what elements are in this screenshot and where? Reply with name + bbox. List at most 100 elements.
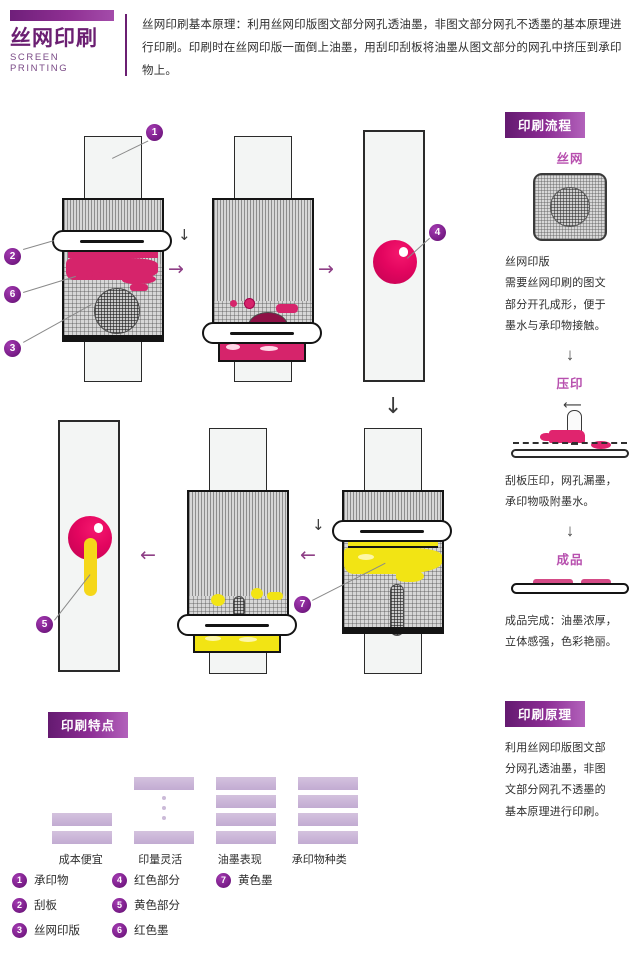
principle-badge: 印刷原理 bbox=[505, 700, 586, 727]
legend: 1 承印物 2 刮板 3 丝网印版 4 红色部分 5 bbox=[12, 872, 482, 938]
principle-caption-line: 分网孔透油墨，非图 bbox=[505, 761, 606, 775]
stage-4-yellow-flood: ↓ 7 bbox=[294, 428, 460, 678]
marker-4[interactable]: 4 bbox=[429, 224, 446, 241]
screen-frame bbox=[342, 490, 444, 636]
screen-frame bbox=[62, 198, 164, 342]
finished-product-icon bbox=[505, 574, 635, 600]
feature-label-volume: 印量灵活 bbox=[138, 853, 183, 866]
feature-dot bbox=[162, 816, 166, 820]
mesh-opening-bar bbox=[390, 584, 404, 636]
printed-red-dot bbox=[373, 240, 417, 284]
legend-label-4: 红色部分 bbox=[134, 873, 180, 887]
feature-dot bbox=[162, 806, 166, 810]
ink-red-reservoir bbox=[218, 344, 306, 362]
squeegee-bar bbox=[332, 520, 452, 542]
marker-2[interactable]: 2 bbox=[4, 248, 21, 265]
features-chart bbox=[48, 760, 358, 844]
marker-3[interactable]: 3 bbox=[4, 340, 21, 357]
ink-yellow-pool bbox=[344, 548, 442, 574]
legend-column-3: 7 黄色墨 bbox=[216, 872, 316, 938]
process-badge: 印刷流程 bbox=[505, 112, 586, 138]
legend-item: 4 红色部分 bbox=[112, 872, 216, 888]
page-title: 丝网印刷 bbox=[10, 26, 98, 50]
feature-bar bbox=[134, 777, 194, 790]
title-block: 丝网印刷 SCREEN PRINTING bbox=[10, 10, 114, 74]
step-2-caption: 刮板压印，网孔漏墨， 承印物吸附墨水。 bbox=[505, 470, 635, 513]
mesh-opening-icon bbox=[550, 187, 590, 227]
frame-bottom-bar bbox=[64, 335, 162, 342]
mesh-screen-icon bbox=[533, 173, 607, 241]
mesh-opening-circle bbox=[94, 288, 140, 334]
legend-label-2: 刮板 bbox=[34, 898, 57, 912]
printed-yellow-bar bbox=[84, 538, 97, 596]
legend-columns: 1 承印物 2 刮板 3 丝网印版 4 红色部分 5 bbox=[12, 872, 482, 938]
step-1-caption-line: 墨水与承印物接触。 bbox=[505, 319, 606, 333]
feature-bar bbox=[52, 831, 112, 844]
legend-label-3: 丝网印版 bbox=[34, 923, 80, 937]
feature-column-substrate bbox=[298, 772, 358, 844]
squeegee-bar bbox=[202, 322, 322, 344]
sidebar-arrow-down-1: ↓ bbox=[565, 344, 575, 364]
ink-yellow-speck bbox=[211, 594, 225, 606]
marker-7[interactable]: 7 bbox=[294, 596, 311, 613]
principle-caption-line: 文部分网孔不透墨的 bbox=[505, 783, 606, 797]
marker-5[interactable]: 5 bbox=[36, 616, 53, 633]
marker-6[interactable]: 6 bbox=[4, 286, 21, 303]
legend-marker-7: 7 bbox=[216, 872, 231, 888]
ink-red-patch bbox=[276, 304, 298, 313]
flow-arrow-1: → bbox=[168, 258, 184, 280]
press-screen-dashed-line bbox=[513, 441, 627, 444]
ink-highlight bbox=[226, 344, 240, 350]
legend-marker-5: 5 bbox=[112, 897, 127, 913]
legend-item: 2 刮板 bbox=[12, 897, 112, 913]
feature-bar bbox=[216, 795, 276, 808]
step-3-title: 成品 bbox=[556, 551, 584, 567]
step-3-caption-line: 立体感强，色彩艳丽。 bbox=[505, 635, 617, 649]
step-1-title: 丝网 bbox=[556, 151, 584, 166]
stage-2-squeegee-stroke bbox=[200, 136, 330, 386]
step-2-caption-line: 承印物吸附墨水。 bbox=[505, 495, 595, 509]
stage-1-flood-ink: ↓ 1 2 6 3 bbox=[4, 124, 191, 386]
ink-highlight bbox=[239, 637, 257, 642]
ink-red-speck bbox=[86, 270, 93, 277]
marker-1[interactable]: 1 bbox=[146, 124, 163, 141]
ink-yellow-speck bbox=[251, 588, 263, 599]
flow-arrow-4: ← bbox=[300, 544, 316, 566]
header-description: 丝网印刷基本原理：利用丝网印版图文部分网孔透油墨，非图文部分网孔不透墨的基本原理… bbox=[142, 17, 622, 77]
feature-bar bbox=[298, 831, 358, 844]
ink-yellow-patch bbox=[267, 592, 283, 600]
leader-line-2 bbox=[23, 240, 55, 250]
legend-label-1: 承印物 bbox=[34, 873, 69, 887]
feature-label-ink: 油墨表现 bbox=[217, 853, 262, 866]
principle-caption-line: 利用丝网印版图文部 bbox=[505, 740, 606, 754]
features-badge: 印刷特点 bbox=[48, 712, 129, 738]
squeegee-bar bbox=[177, 614, 297, 636]
step-1-caption-line: 需要丝网印刷的图文 bbox=[505, 276, 606, 290]
sidebar-section-principle: 印刷原理 利用丝网印版图文部 分网孔透油墨，非图 文部分网孔不透墨的 基本原理进… bbox=[505, 700, 635, 823]
feature-bar bbox=[298, 813, 358, 826]
ink-highlight bbox=[260, 346, 278, 351]
press-direction-arrow-icon: ⟵ bbox=[563, 396, 582, 412]
feature-bar bbox=[298, 777, 358, 790]
legend-marker-6: 6 bbox=[112, 922, 127, 938]
step-3-caption: 成品完成：油墨浓厚， 立体感强，色彩艳丽。 bbox=[505, 610, 635, 653]
legend-label-7: 黄色墨 bbox=[238, 873, 273, 887]
ink-red-pool bbox=[130, 284, 148, 291]
legend-marker-2: 2 bbox=[12, 897, 27, 913]
principle-caption: 利用丝网印版图文部 分网孔透油墨，非图 文部分网孔不透墨的 基本原理进行印刷。 bbox=[505, 737, 635, 823]
feature-column-ink bbox=[216, 772, 276, 844]
legend-item: 7 黄色墨 bbox=[216, 872, 316, 888]
legend-column-1: 1 承印物 2 刮板 3 丝网印版 bbox=[12, 872, 112, 938]
feature-dots bbox=[162, 796, 166, 820]
screen-frame bbox=[212, 198, 314, 342]
stage-6-final-result: 5 bbox=[36, 420, 144, 680]
legend-column-2: 4 红色部分 5 黄色部分 6 红色墨 bbox=[112, 872, 216, 938]
stage-3-red-result: 4 bbox=[355, 130, 446, 390]
press-ink-drop bbox=[591, 440, 611, 449]
frame-mesh-vertical bbox=[214, 200, 312, 301]
sidebar: 印刷流程 丝网 丝网印版 需要丝网印刷的图文 部分开孔成形，便于 墨水与承印物接… bbox=[505, 112, 635, 822]
step-1-caption-line: 部分开孔成形，便于 bbox=[505, 297, 606, 311]
ink-red-speck bbox=[244, 298, 255, 309]
sidebar-section-process: 印刷流程 丝网 丝网印版 需要丝网印刷的图文 部分开孔成形，便于 墨水与承印物接… bbox=[505, 112, 635, 653]
feature-dot bbox=[162, 796, 166, 800]
